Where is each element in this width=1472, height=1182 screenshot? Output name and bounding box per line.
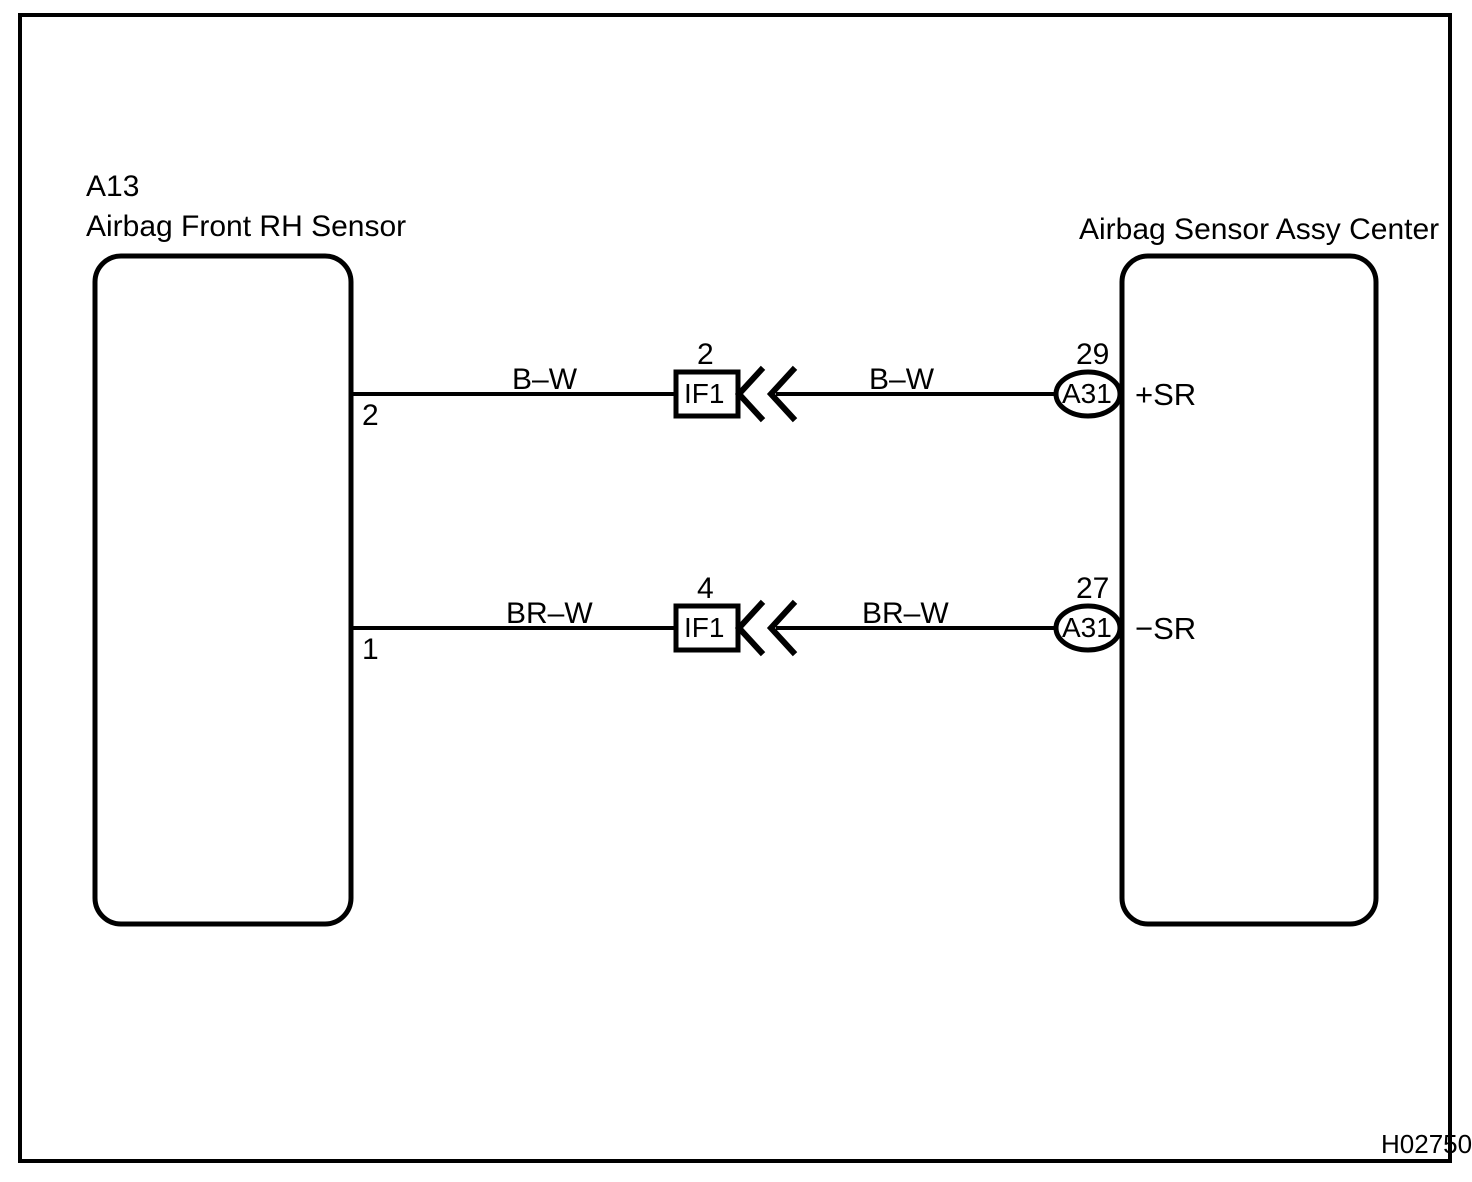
- left-component-pin-2-label: 2: [362, 399, 379, 432]
- junction-if1-upper-label: IF1: [684, 378, 725, 409]
- wire-lower-right-color-code: BR–W: [862, 597, 949, 630]
- flow-chevron-lower-inner-icon: [734, 599, 766, 657]
- wire-upper-right-color-code: B–W: [869, 363, 935, 396]
- wire-upper-left-color-code: B–W: [512, 363, 578, 396]
- flow-chevron-upper-inner-icon: [734, 365, 766, 423]
- terminal-a31-lower-pin-label: 27: [1076, 572, 1110, 605]
- left-component-id-code: A13: [86, 170, 140, 203]
- terminal-a31-upper-connector-label: A31: [1062, 378, 1112, 409]
- junction-connector-if1-lower-box: [673, 603, 741, 653]
- figure-code-label: H02750: [1381, 1129, 1472, 1159]
- terminal-signal-plus-sr-label: +SR: [1135, 377, 1197, 412]
- left-component-name: Airbag Front RH Sensor: [86, 210, 407, 243]
- wire-lower-left-color-code: BR–W: [506, 597, 593, 630]
- terminal-signal-minus-sr-label: −SR: [1135, 611, 1197, 646]
- diagram-border-frame: [18, 13, 1452, 1163]
- junction-if1-lower-label: IF1: [684, 612, 725, 643]
- junction-if1-lower-pin-label: 4: [697, 572, 714, 605]
- terminal-a31-lower-connector-label: A31: [1062, 612, 1112, 643]
- junction-if1-upper-pin-label: 2: [697, 338, 714, 371]
- right-component-box: [1119, 253, 1379, 927]
- flow-chevron-lower-outer-icon: [766, 599, 798, 657]
- right-component-name: Airbag Sensor Assy Center: [1079, 213, 1440, 246]
- terminal-a31-upper-pin-label: 29: [1076, 338, 1110, 371]
- flow-chevron-upper-outer-icon: [766, 365, 798, 423]
- left-component-box: [92, 253, 354, 927]
- left-component-pin-1-label: 1: [362, 633, 379, 666]
